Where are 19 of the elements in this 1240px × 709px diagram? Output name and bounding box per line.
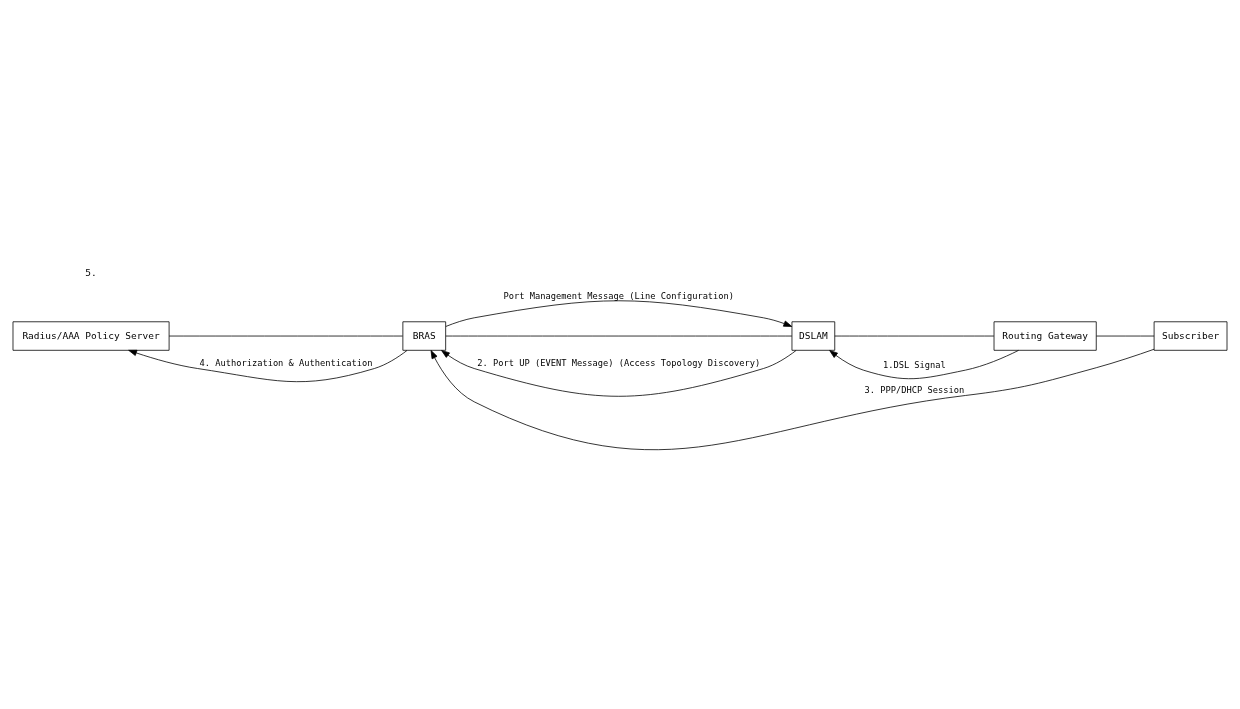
arrow — [128, 349, 408, 383]
edge-label: 1.DSL Signal — [882, 359, 946, 370]
node-box: BRAS — [402, 321, 447, 351]
connector — [168, 335, 403, 337]
arrow — [829, 349, 1019, 380]
edge-label: Port Management Message (Line Configuration) — [503, 290, 735, 301]
label: 5. — [85, 266, 97, 278]
arrow — [441, 350, 797, 397]
arrow — [445, 300, 793, 327]
edge-label: 3. PPP/DHCP Session — [864, 384, 965, 395]
arrow — [430, 348, 1155, 450]
node-box: Subscriber — [1153, 321, 1228, 351]
node-box: DSLAM — [791, 321, 836, 351]
edge-label: 4. Authorization & Authentication — [199, 357, 373, 368]
connector — [1096, 335, 1155, 337]
connector — [445, 335, 793, 337]
edge-label: 2. Port UP (EVENT Message) (Access Topology Discovery) — [477, 357, 761, 368]
node-box: Routing Gateway — [993, 321, 1097, 351]
node-box: Radius/AAA Policy Server — [12, 321, 170, 351]
